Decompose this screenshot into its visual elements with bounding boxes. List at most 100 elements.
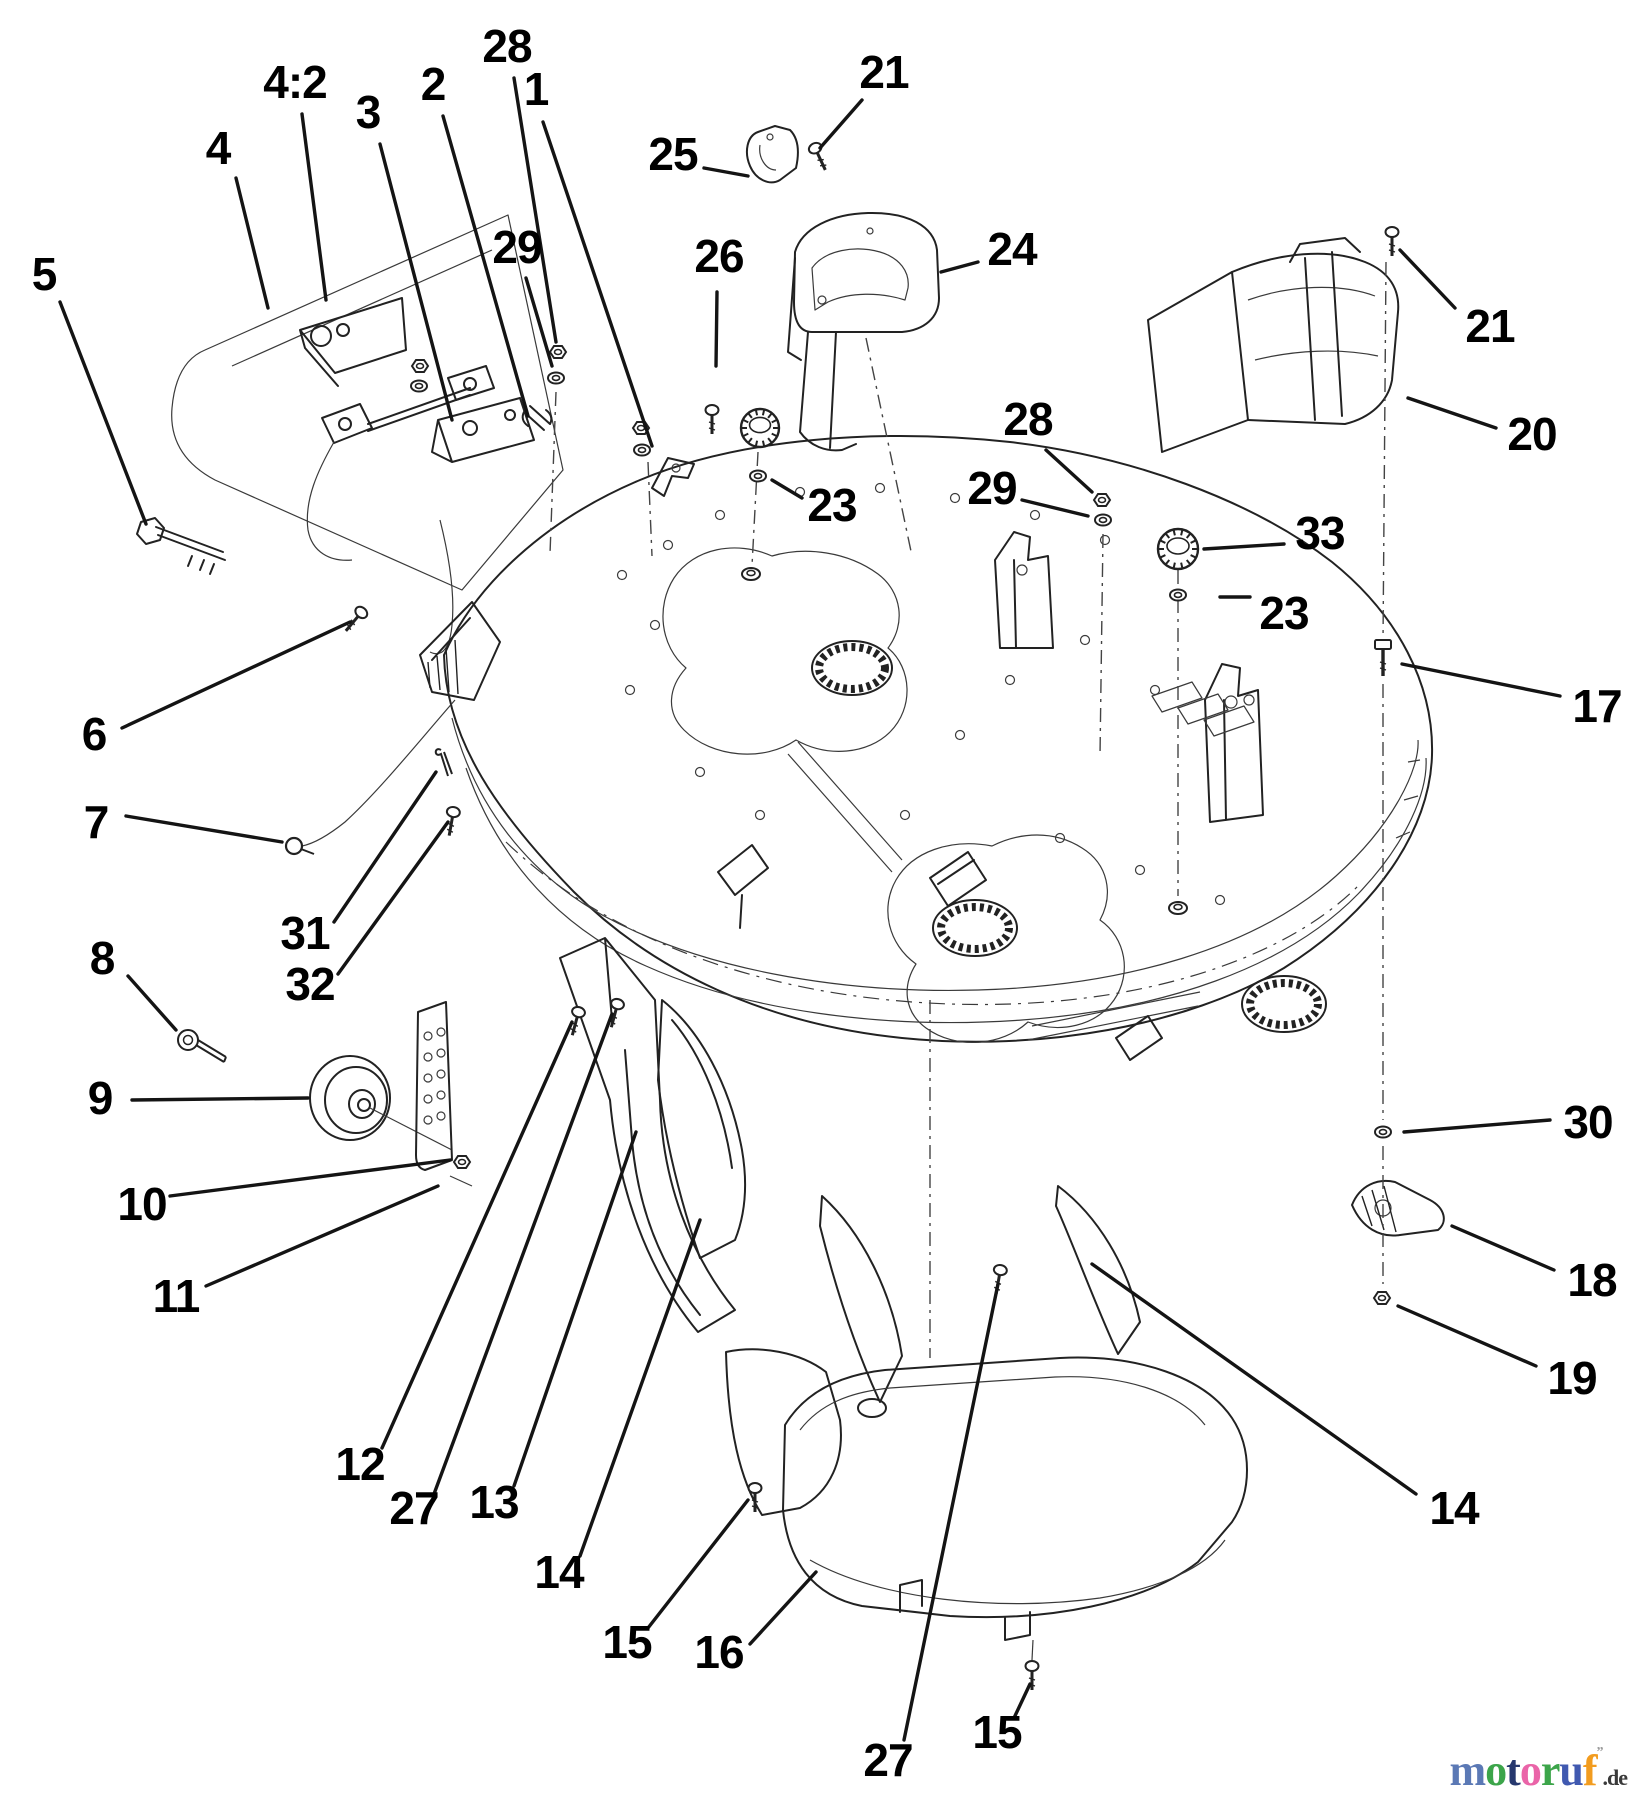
knob-tooth (747, 412, 753, 419)
bracket-hatch (427, 639, 459, 695)
wheel-hub (348, 1089, 376, 1119)
hanger-hole (1243, 694, 1255, 706)
latch-bracket-left (321, 403, 373, 444)
leader-line-21b (1398, 248, 1457, 310)
logo-letter: f (1582, 1746, 1598, 1795)
nut-body (452, 1155, 472, 1169)
washer-fastener (1374, 1125, 1392, 1139)
support-cover (793, 211, 940, 333)
leader-line-4 (234, 176, 270, 310)
screw-fastener (704, 404, 720, 434)
callout-label-12: 12 (335, 1438, 384, 1490)
deck-assembly (301, 435, 1434, 1061)
leader-line-12 (380, 1020, 574, 1450)
motoruf-logo[interactable]: motoruf”.de (1449, 1745, 1628, 1796)
support-legs (799, 331, 857, 452)
screw-shaft (344, 615, 360, 632)
callout-label-14a: 14 (534, 1546, 585, 1598)
nut-fastener (410, 359, 430, 373)
bolt-fastener (1374, 639, 1392, 676)
hook-bracket-25 (745, 125, 799, 184)
eyelet-ring (284, 836, 304, 856)
spindle-hatch-center (937, 903, 1013, 953)
leader-line-8 (126, 974, 178, 1032)
callout-label-7: 7 (84, 796, 109, 848)
support-cutout (811, 248, 909, 311)
leader-line-7 (124, 814, 284, 844)
flange-nut-inner (1173, 903, 1183, 911)
bracket-hole (310, 325, 332, 347)
callout-label-4-2: 4:2 (263, 56, 326, 108)
leader-line-28a (512, 76, 558, 344)
leader-line-16 (748, 1570, 818, 1646)
callout-label-31: 31 (280, 907, 330, 959)
guide-hole (504, 409, 516, 421)
washer-outer (749, 469, 767, 483)
leader-line-14b (1090, 1262, 1418, 1496)
callout-label-27b: 27 (863, 1734, 912, 1786)
leader-line-23a (770, 478, 804, 500)
edge-clip (651, 457, 695, 497)
housing-slot (857, 1398, 887, 1418)
washer-inner (551, 374, 561, 382)
flange-nut-outer (1168, 901, 1188, 915)
washer-inner (637, 446, 647, 454)
chute-contour (1247, 286, 1379, 361)
callout-label-9: 9 (88, 1072, 113, 1124)
leader-line-10 (168, 1158, 452, 1198)
eyelet-stem (300, 848, 315, 855)
callout-label-17: 17 (1572, 680, 1621, 732)
eyelet-fastener (284, 836, 315, 856)
baffle-plate-b (819, 1195, 903, 1403)
discharge-chute-20 (1147, 237, 1400, 453)
leader-line-21a (818, 98, 864, 150)
cable-curve (306, 441, 353, 561)
support-hole (817, 295, 827, 305)
screw-threads (751, 1499, 759, 1509)
wheel-mid (324, 1066, 388, 1134)
screw-fastener (1024, 1660, 1040, 1690)
screw-head (747, 1482, 763, 1494)
leader-line-5 (58, 300, 148, 526)
screw-head (1384, 226, 1400, 238)
leader-line-27a (432, 1012, 614, 1496)
latch-bracket-right (447, 365, 495, 401)
logo-letter: m (1449, 1746, 1487, 1795)
flange-nut-outer (741, 567, 761, 581)
hanger-hole (1016, 564, 1028, 576)
spindle-pocket (725, 1348, 842, 1516)
callout-label-26: 26 (694, 230, 743, 282)
leader-line-18 (1450, 1224, 1556, 1272)
skirt-tab (1115, 1015, 1163, 1061)
bracket-holes (423, 1027, 446, 1125)
nut-hole (415, 362, 425, 370)
washer-fastener (1169, 588, 1187, 602)
logo-letter: o (1485, 1746, 1507, 1795)
knob-fastener (739, 407, 781, 449)
callout-label-15a: 15 (602, 1616, 652, 1668)
washer-outer (547, 371, 565, 385)
knob-tooth (754, 440, 759, 447)
hanger-hole (1224, 695, 1238, 709)
bracket-hole (336, 323, 350, 337)
deck-skirt-cutline (505, 841, 1359, 1006)
knob-tooth (767, 437, 773, 444)
wheel-outer (309, 1055, 391, 1141)
housing-contour (799, 1376, 1226, 1605)
screw-shaft (609, 1008, 618, 1028)
knob-tooth (1164, 559, 1171, 566)
flange-fastener (741, 567, 761, 581)
guide-hole (462, 420, 478, 436)
knob-tooth (742, 418, 749, 424)
bolt8-fastener (177, 1029, 227, 1063)
callout-label-11: 11 (153, 1270, 200, 1322)
knob-tooth (1172, 529, 1176, 536)
gauge-wheel-9 (309, 1055, 453, 1151)
leader-line-14a (578, 1218, 702, 1558)
knob-top (1166, 537, 1190, 555)
screw-fastener (747, 1482, 763, 1512)
skid-plate-18 (1351, 1180, 1445, 1237)
bolt-5-head (136, 517, 165, 545)
chute-strap (1304, 251, 1343, 421)
